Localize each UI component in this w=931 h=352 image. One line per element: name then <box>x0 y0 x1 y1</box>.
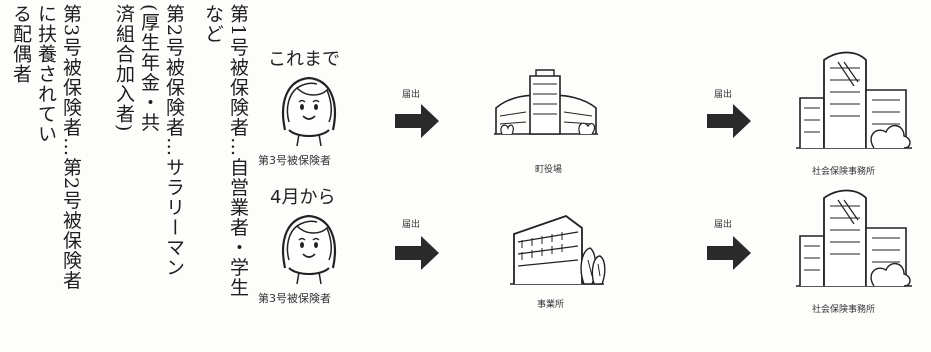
category-first-insured: 第1号被保険者…自営業者・学生 など <box>200 4 250 297</box>
arrow-right-icon <box>707 236 751 270</box>
arrow-right-icon <box>707 104 751 138</box>
person-face-icon <box>277 72 341 148</box>
destination-label: 社会保険事務所 <box>812 305 876 315</box>
person-face-icon <box>277 210 341 286</box>
period-label: 4月から <box>270 187 336 208</box>
category-line: る配偶者 <box>10 4 32 84</box>
category-third-insured: 第3号被保険者…第2号被保険者 に扶養されてい る配偶者 <box>8 4 83 290</box>
category-line: 第1号被保険者…自営業者・学生 <box>227 4 249 298</box>
arrow-right-icon <box>395 236 439 270</box>
category-line: に扶養されてい <box>35 4 57 144</box>
arrow-label: 届出 <box>402 220 421 230</box>
social-insurance-office-icon <box>794 184 914 290</box>
office-icon <box>508 204 606 290</box>
period-label: これまで <box>268 49 340 70</box>
category-second-insured: 第2号被保険者…サラリーマン (厚生年金・共 済組合加入者) <box>111 4 186 277</box>
category-line: 第3号被保険者…第2号被保険者 <box>60 4 82 291</box>
person-label: 第3号被保険者 <box>258 154 331 167</box>
person-label: 第3号被保険者 <box>258 292 331 305</box>
office-label: 事業所 <box>537 300 565 310</box>
category-line: (厚生年金・共 <box>138 4 160 133</box>
office-label: 町役場 <box>535 165 563 175</box>
arrow-label: 届出 <box>714 90 733 100</box>
category-line: 済組合加入者) <box>113 4 135 133</box>
arrow-label: 届出 <box>714 220 733 230</box>
category-line: 第2号被保険者…サラリーマン <box>163 4 185 278</box>
social-insurance-office-icon <box>794 46 914 152</box>
town-hall-icon <box>492 66 600 144</box>
arrow-label: 届出 <box>402 90 421 100</box>
arrow-right-icon <box>395 104 439 138</box>
destination-label: 社会保険事務所 <box>812 167 876 177</box>
category-line: など <box>202 4 224 44</box>
